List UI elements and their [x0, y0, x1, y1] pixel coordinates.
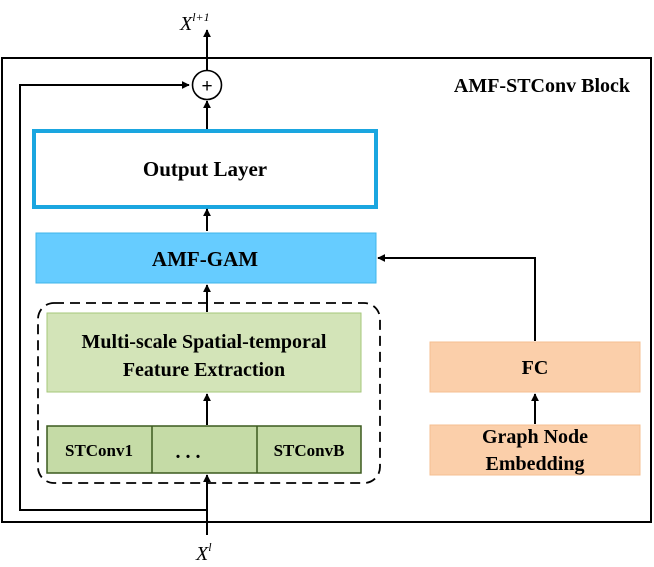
graph-node-embedding-label-line1: Graph Node [482, 426, 588, 448]
block-frame [1, 57, 652, 523]
amf-gam-label: AMF-GAM [152, 247, 258, 271]
stconv-last-label: STConvB [274, 441, 345, 460]
stconv-row [46, 425, 362, 474]
fc-label: FC [522, 357, 549, 379]
feature-extraction-label-line2: Feature Extraction [123, 359, 285, 381]
graph-node-embedding-label-line2: Embedding [486, 453, 585, 475]
stconv-ellipsis: . . . [176, 441, 201, 463]
block-title: AMF-STConv Block [454, 75, 631, 97]
plus-sign: + [201, 76, 212, 97]
input-label: Xl [195, 540, 212, 565]
residual-add-node [191, 69, 223, 101]
feature-extraction-group [37, 302, 381, 484]
output-layer-label: Output Layer [143, 157, 267, 181]
skip-connection-path [19, 81, 207, 511]
arrow-fc-to-gam [377, 254, 536, 341]
graph-node-embedding-box [429, 424, 641, 476]
amf-gam-box [35, 232, 377, 284]
feature-extraction-label-line1: Multi-scale Spatial-temporal [82, 331, 327, 353]
feature-extraction-box [46, 312, 362, 393]
fc-box [429, 341, 641, 393]
stconv-first-label: STConv1 [65, 441, 133, 460]
output-label: Xl+1 [179, 10, 210, 35]
output-layer-box [32, 129, 378, 209]
